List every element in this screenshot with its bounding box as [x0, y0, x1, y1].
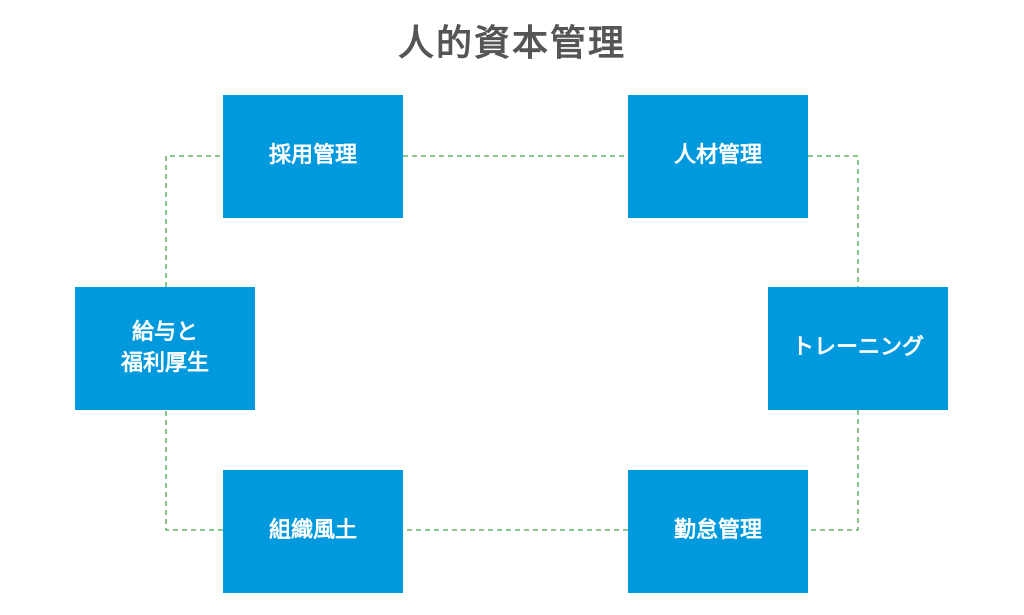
node-recruitment-management: 採用管理 [223, 95, 403, 218]
connector-training-attendance [808, 410, 859, 531]
diagram-title: 人的資本管理 [397, 23, 626, 64]
connector-culture-welfare [165, 410, 223, 531]
connector-welfare-recruit [165, 155, 223, 287]
node-attendance-management: 勤怠管理 [628, 470, 808, 593]
node-training: トレーニング [768, 287, 948, 410]
node-talent-management: 人材管理 [628, 95, 808, 218]
node-payroll-and-benefits: 給与と 福利厚生 [75, 287, 255, 410]
connector-talent-training [808, 155, 859, 287]
node-organizational-culture: 組織風土 [223, 470, 403, 593]
